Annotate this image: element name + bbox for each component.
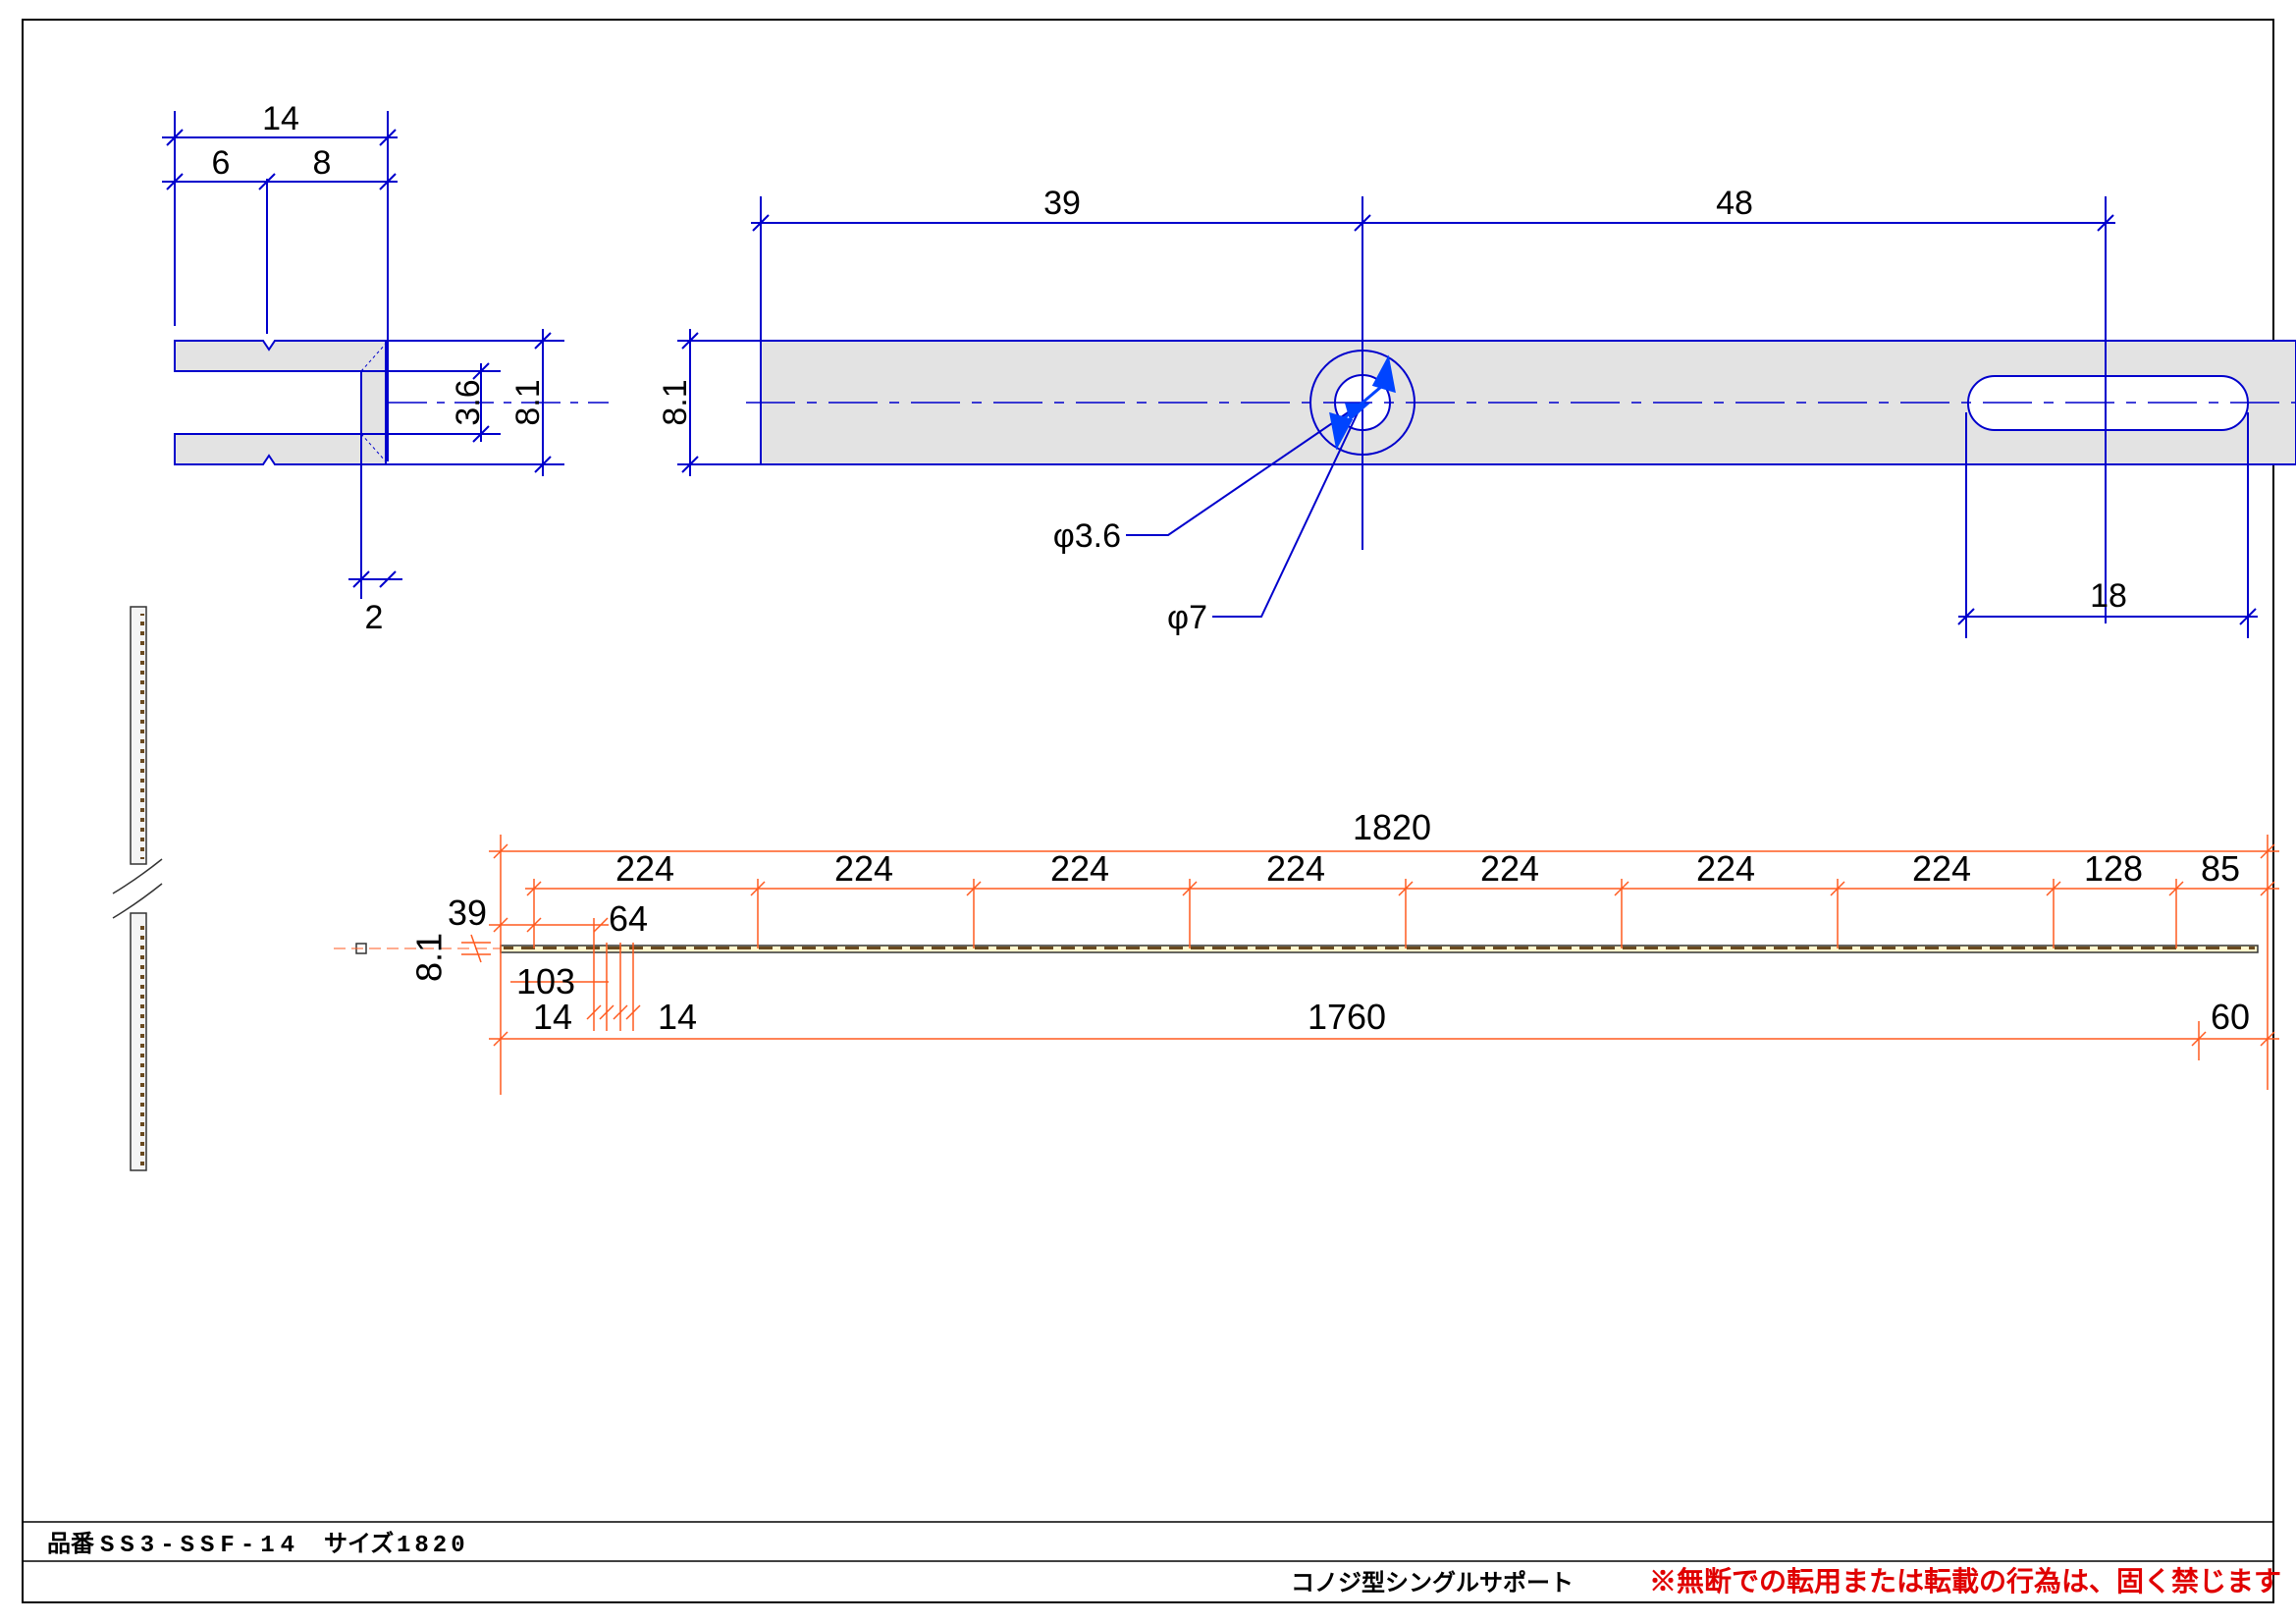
dim-slot-offset: 48 — [1716, 185, 1753, 222]
profile-view: 14 6 8 3.6 8.1 2 — [162, 100, 609, 636]
dim-pitch-1: 224 — [615, 848, 674, 889]
dim-left-small-a: 14 — [533, 997, 572, 1037]
dim-bottom-length: 1760 — [1308, 997, 1386, 1037]
top-dimension-lines — [677, 196, 2258, 638]
top-view: 39 48 8.1 18 φ3.6 φ7 — [657, 185, 2296, 638]
dim-lip: 2 — [365, 599, 384, 636]
copyright-warning: ※無断での転用または転載の行為は、固く禁じます — [1649, 1565, 2281, 1597]
dim-right-end: 60 — [2211, 997, 2250, 1037]
dim-second-offset: 64 — [609, 898, 648, 939]
dim-total-width: 14 — [262, 100, 299, 137]
dim-pitch-5: 224 — [1480, 848, 1539, 889]
dim-left-width: 6 — [212, 144, 231, 182]
dim-slot-length: 18 — [2090, 577, 2127, 615]
size-value: 1820 — [397, 1533, 469, 1559]
part-number: SS3-SSF-14 — [100, 1533, 300, 1559]
dim-overall-length: 1820 — [1353, 807, 1431, 847]
profile-dimension-lines — [162, 111, 564, 599]
product-name: コノジ型シングルサポート — [1291, 1569, 1574, 1597]
dim-pitch-8: 128 — [2084, 848, 2143, 889]
length-dimension-lines — [461, 835, 2279, 1095]
dim-right-width: 8 — [313, 144, 332, 182]
dim-profile-height: 8.1 — [509, 379, 547, 425]
diameter-arrows — [1329, 354, 1396, 451]
dim-pitch-2: 224 — [834, 848, 893, 889]
title-block: 品番 SS3-SSF-14 サイズ 1820 コノジ型シングルサポート ※無断で… — [47, 1530, 2281, 1597]
dim-bar-height: 8.1 — [657, 379, 694, 425]
dim-length-height: 8.1 — [409, 933, 450, 982]
dim-pitch-7: 224 — [1912, 848, 1971, 889]
u-channel-profile — [174, 340, 387, 465]
sheet-border — [22, 19, 2274, 1603]
size-label: サイズ — [324, 1530, 394, 1559]
dim-pitch-6: 224 — [1696, 848, 1755, 889]
dim-left-small-b: 14 — [658, 997, 697, 1037]
dim-pitch-9: 85 — [2201, 848, 2240, 889]
dim-hole-offset: 39 — [1043, 185, 1081, 222]
dim-slot-height: 3.6 — [450, 379, 487, 425]
dim-inner-diameter: φ3.6 — [1053, 517, 1121, 555]
dim-hole-offset-103: 103 — [516, 961, 575, 1001]
vertical-iso-view — [112, 606, 163, 1171]
length-view: 1820 224 224 224 224 224 224 224 128 85 … — [334, 807, 2279, 1095]
dim-outer-diameter: φ7 — [1167, 599, 1207, 636]
dim-left-offset: 39 — [448, 893, 487, 933]
dim-pitch-4: 224 — [1266, 848, 1325, 889]
part-number-label: 品番 — [47, 1531, 95, 1559]
dim-pitch-3: 224 — [1050, 848, 1109, 889]
